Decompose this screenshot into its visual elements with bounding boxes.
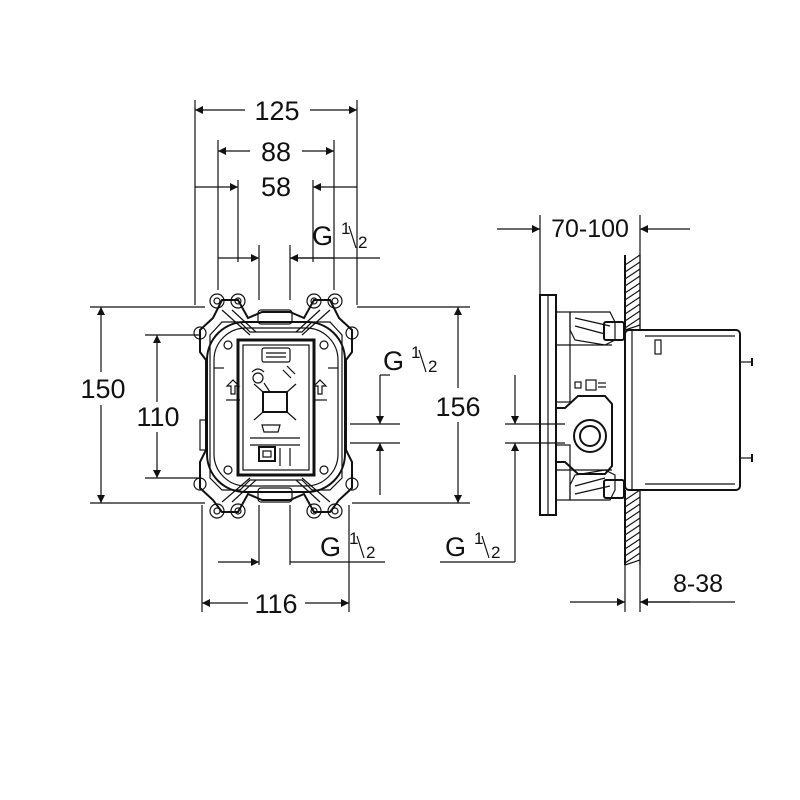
hatch-line bbox=[624, 310, 641, 322]
dim-116-label: 116 bbox=[254, 589, 297, 619]
hatch-line bbox=[624, 489, 641, 501]
hatch-line bbox=[624, 552, 641, 564]
hatch-line bbox=[624, 303, 641, 315]
arrow-up-right-icon bbox=[312, 379, 328, 395]
wall-section bbox=[624, 254, 641, 566]
thread-side-den: 2 bbox=[491, 543, 500, 562]
hatch-line bbox=[624, 296, 641, 308]
hatch-line bbox=[624, 289, 641, 301]
hatch-line bbox=[624, 524, 641, 536]
hatch-line bbox=[624, 531, 641, 543]
hatch-line bbox=[624, 282, 641, 294]
hatch-line bbox=[624, 496, 641, 508]
cross-braces bbox=[221, 309, 331, 503]
thread-top-g: G bbox=[312, 221, 333, 251]
hatch-line bbox=[624, 510, 641, 522]
front-view: 125 88 58 G 1 2 150 bbox=[80, 96, 480, 619]
thread-bottom-den: 2 bbox=[366, 543, 375, 562]
hatch-line bbox=[624, 261, 641, 273]
dim-116: 116 bbox=[202, 589, 349, 619]
thread-side-num: 1 bbox=[474, 529, 483, 548]
dim-150: 150 bbox=[80, 307, 126, 503]
thread-side-g: G bbox=[445, 532, 466, 562]
side-extension-lines bbox=[505, 215, 641, 612]
hatch-line bbox=[624, 538, 641, 550]
dim-88-label: 88 bbox=[261, 137, 291, 167]
thread-bottom-g: G bbox=[320, 532, 341, 562]
thread-side: G 1 2 bbox=[440, 375, 519, 563]
valve-square-icon bbox=[262, 391, 288, 413]
side-label-square bbox=[574, 381, 582, 389]
label-plate bbox=[236, 338, 316, 477]
side-body bbox=[555, 311, 625, 501]
side-port-circle bbox=[573, 419, 607, 453]
dim-70-100: 70-100 bbox=[497, 215, 690, 243]
thread-top-num: 1 bbox=[341, 219, 350, 238]
dim-8-38-label: 8-38 bbox=[673, 570, 723, 598]
thread-right-den: 2 bbox=[428, 357, 437, 376]
thread-right-g: G bbox=[383, 346, 404, 376]
side-cylinder bbox=[624, 329, 753, 491]
hatch-line bbox=[624, 254, 641, 266]
hatch-line bbox=[624, 559, 641, 566]
dim-156-label: 156 bbox=[435, 392, 480, 422]
extension-lines-horizontal bbox=[90, 257, 470, 563]
thread-top: G 1 2 bbox=[218, 219, 367, 262]
dim-110-label: 110 bbox=[136, 402, 179, 432]
arrow-up-left-icon bbox=[225, 379, 241, 395]
dim-125: 125 bbox=[195, 96, 357, 126]
bath-icon bbox=[261, 424, 281, 433]
hatch-line bbox=[624, 317, 641, 329]
hatch-line bbox=[624, 268, 641, 280]
dim-70-100-label: 70-100 bbox=[551, 215, 629, 243]
side-flange bbox=[539, 294, 571, 516]
logo-badge bbox=[261, 347, 291, 363]
thread-right-num: 1 bbox=[411, 343, 420, 362]
side-view: 70-100 8-38 G 1 2 bbox=[440, 215, 753, 612]
hatch-line bbox=[624, 324, 641, 331]
hatch-line bbox=[624, 517, 641, 529]
hatch-line bbox=[624, 503, 641, 515]
thread-bottom-num: 1 bbox=[349, 529, 358, 548]
mounting-holes bbox=[193, 293, 359, 519]
dim-8-38: 8-38 bbox=[570, 570, 735, 606]
shower-icon bbox=[251, 365, 296, 393]
dim-58: 58 bbox=[195, 172, 357, 202]
dim-125-label: 125 bbox=[254, 96, 299, 126]
dim-58-label: 58 bbox=[261, 172, 291, 202]
dim-150-label: 150 bbox=[80, 374, 125, 404]
thread-right: G 1 2 bbox=[376, 343, 437, 495]
dim-110: 110 bbox=[136, 335, 180, 478]
dim-88: 88 bbox=[218, 137, 334, 167]
mounting-plate bbox=[193, 293, 359, 519]
thread-bottom: G 1 2 bbox=[218, 529, 375, 566]
dim-156: 156 bbox=[435, 307, 481, 503]
wall-hatching bbox=[624, 254, 641, 566]
hatch-line bbox=[624, 545, 641, 557]
hatch-line bbox=[624, 275, 641, 287]
bottom-square-icon bbox=[258, 446, 276, 462]
thread-top-den: 2 bbox=[358, 233, 367, 252]
